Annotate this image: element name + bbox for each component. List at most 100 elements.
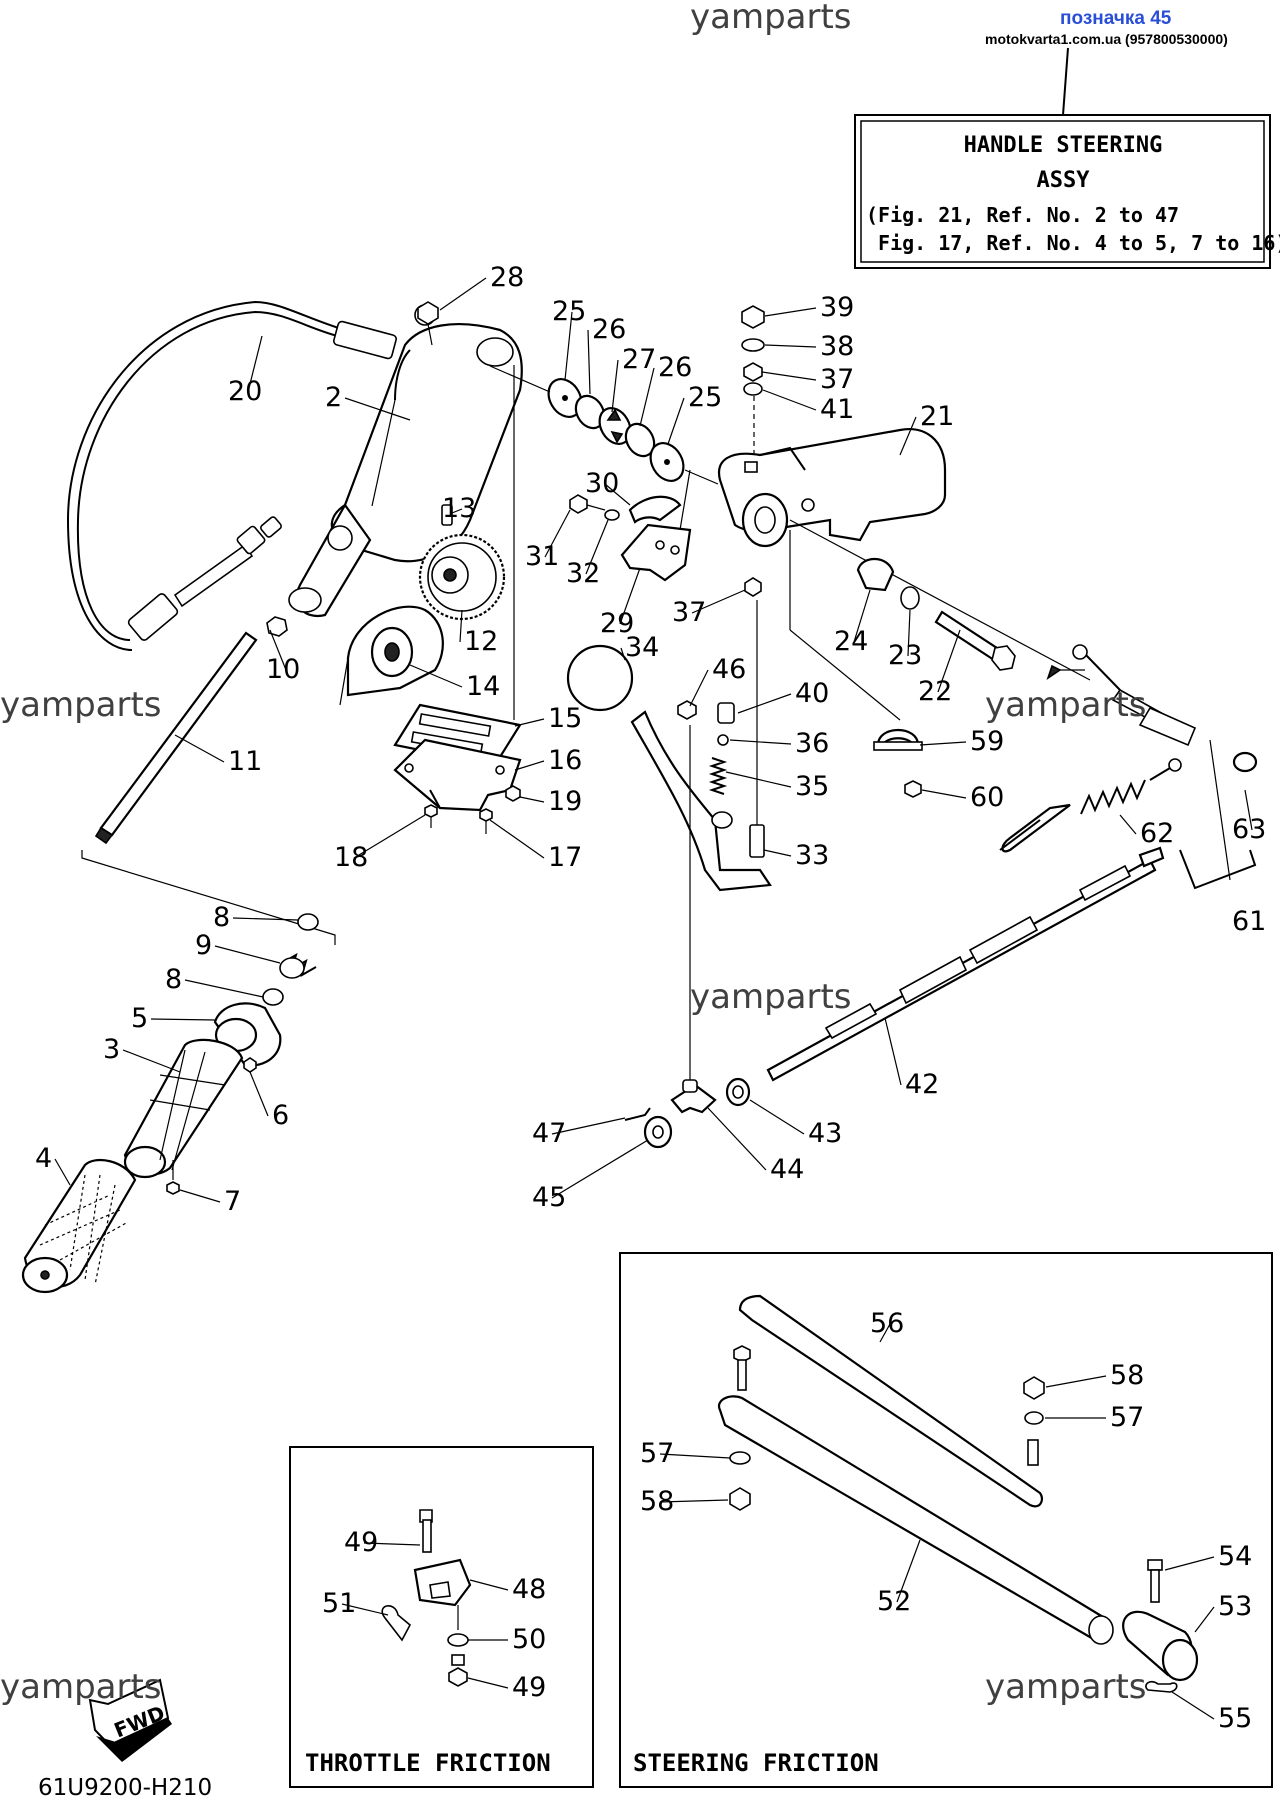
leader-line-14 [409, 664, 463, 688]
callout-26b: 26 [658, 352, 692, 383]
leader-line-25a [564, 311, 573, 381]
leader-line-46 [689, 669, 709, 707]
leader-line-26a [587, 329, 591, 395]
assembly-title-2: ASSY [1037, 168, 1091, 193]
callout-39: 39 [820, 292, 854, 323]
callout-30: 30 [585, 468, 619, 499]
part-4-grip [21, 1158, 137, 1294]
part-28-bolt [417, 301, 439, 346]
part-33-bolt [749, 600, 765, 858]
watermark: yamparts [985, 685, 1147, 725]
leader-line-44 [707, 1107, 767, 1171]
leader-line-30 [604, 483, 631, 506]
callout-37b: 37 [672, 597, 706, 628]
leader-line-48 [469, 1579, 509, 1591]
callout-54: 54 [1218, 1541, 1252, 1572]
callout-42: 42 [905, 1069, 939, 1100]
callout-2: 2 [325, 382, 342, 413]
leader-line-60 [921, 789, 967, 799]
throttle-grip-leader-lines [81, 850, 336, 945]
callout-7: 7 [224, 1186, 241, 1217]
steering-friction-caption: STEERING FRICTION [633, 1749, 879, 1777]
watermark: yamparts [690, 977, 852, 1017]
diagram-code: 61U9200-H210 [38, 1775, 212, 1800]
throttle-friction-inset: THROTTLE FRICTION [289, 1446, 594, 1788]
leader-lines [54, 277, 1253, 1720]
leader-line-49b [467, 1677, 509, 1689]
leader-line-42 [884, 1017, 902, 1086]
callout-27: 27 [622, 344, 656, 375]
leader-line-39 [764, 307, 817, 317]
leader-line-23 [907, 609, 911, 657]
watermark: yamparts [985, 1667, 1147, 1707]
callout-57b: 57 [640, 1438, 674, 1469]
assembly-title-1: HANDLE STEERING [964, 133, 1163, 158]
callout-21: 21 [920, 401, 954, 432]
part-16-base [393, 738, 522, 812]
leader-line-21 [899, 416, 917, 456]
callout-9: 9 [195, 930, 212, 961]
leader-line-8b [184, 979, 264, 998]
part-62-spring-link [999, 758, 1182, 853]
part-13-pin [441, 504, 453, 526]
callout-8b: 8 [165, 964, 182, 995]
leader-line-20 [247, 335, 263, 393]
callout-38: 38 [820, 331, 854, 362]
part-7-screw [166, 1160, 180, 1195]
callout-34: 34 [625, 632, 659, 663]
callout-11: 11 [228, 746, 262, 777]
assembly-ref-2: Fig. 17, Ref. No. 4 to 5, 7 to 16) [866, 231, 1280, 255]
callout-32: 32 [566, 558, 600, 589]
leader-line-9 [214, 945, 281, 964]
callout-53: 53 [1218, 1591, 1252, 1622]
part-61-cable-end [1046, 644, 1197, 747]
callout-56: 56 [870, 1308, 904, 1339]
callout-49b: 49 [512, 1672, 546, 1703]
part-6-screw [243, 1057, 257, 1073]
callout-6: 6 [272, 1100, 289, 1131]
leader-line-33 [763, 849, 792, 857]
callout-41: 41 [820, 394, 854, 425]
part-37-nut-lower [744, 577, 762, 597]
leader-line-13 [451, 508, 463, 514]
callout-33: 33 [795, 840, 829, 871]
callout-49a: 49 [344, 1527, 378, 1558]
leader-line-12 [459, 609, 463, 643]
callout-43: 43 [808, 1118, 842, 1149]
part-21-steering-bracket [717, 395, 1091, 721]
assembly-box: HANDLE STEERING ASSY (Fig. 21, Ref. No. … [854, 114, 1280, 269]
leader-line-3 [122, 1049, 181, 1073]
leader-line-51 [341, 1603, 389, 1616]
leader-line-18 [353, 814, 426, 859]
leader-line-53 [1194, 1606, 1215, 1633]
leader-line-55 [1171, 1691, 1215, 1720]
leader-line-58b [659, 1499, 729, 1503]
leader-line-32 [585, 519, 609, 575]
leader-line-37b [691, 589, 746, 614]
assembly-ref-1: (Fig. 21, Ref. No. 2 to 47 [866, 203, 1179, 227]
callout-31: 31 [525, 541, 559, 572]
callout-60: 60 [970, 782, 1004, 813]
leader-line-41 [762, 389, 817, 411]
part-40-spacer [717, 702, 735, 724]
callout-46: 46 [712, 654, 746, 685]
leader-line-45 [551, 1139, 649, 1199]
callout-17: 17 [548, 842, 582, 873]
part-20-throttle-cable [66, 300, 397, 651]
part-35-spring [708, 757, 728, 795]
callout-22: 22 [918, 676, 952, 707]
callout-19: 19 [548, 786, 582, 817]
leader-line-15 [514, 718, 545, 727]
part-29-plate [620, 469, 692, 582]
callout-47: 47 [532, 1118, 566, 1149]
callout-4: 4 [35, 1143, 52, 1174]
callout-50: 50 [512, 1624, 546, 1655]
part-11-throttle-shaft [94, 631, 258, 845]
part-32-washer [604, 509, 620, 521]
callout-36: 36 [795, 728, 829, 759]
leader-line-56 [879, 1323, 891, 1343]
part-44-linkage [670, 1079, 717, 1114]
watermark: yamparts [0, 1667, 162, 1707]
callout-51: 51 [322, 1588, 356, 1619]
part-45-nut [643, 1115, 673, 1149]
